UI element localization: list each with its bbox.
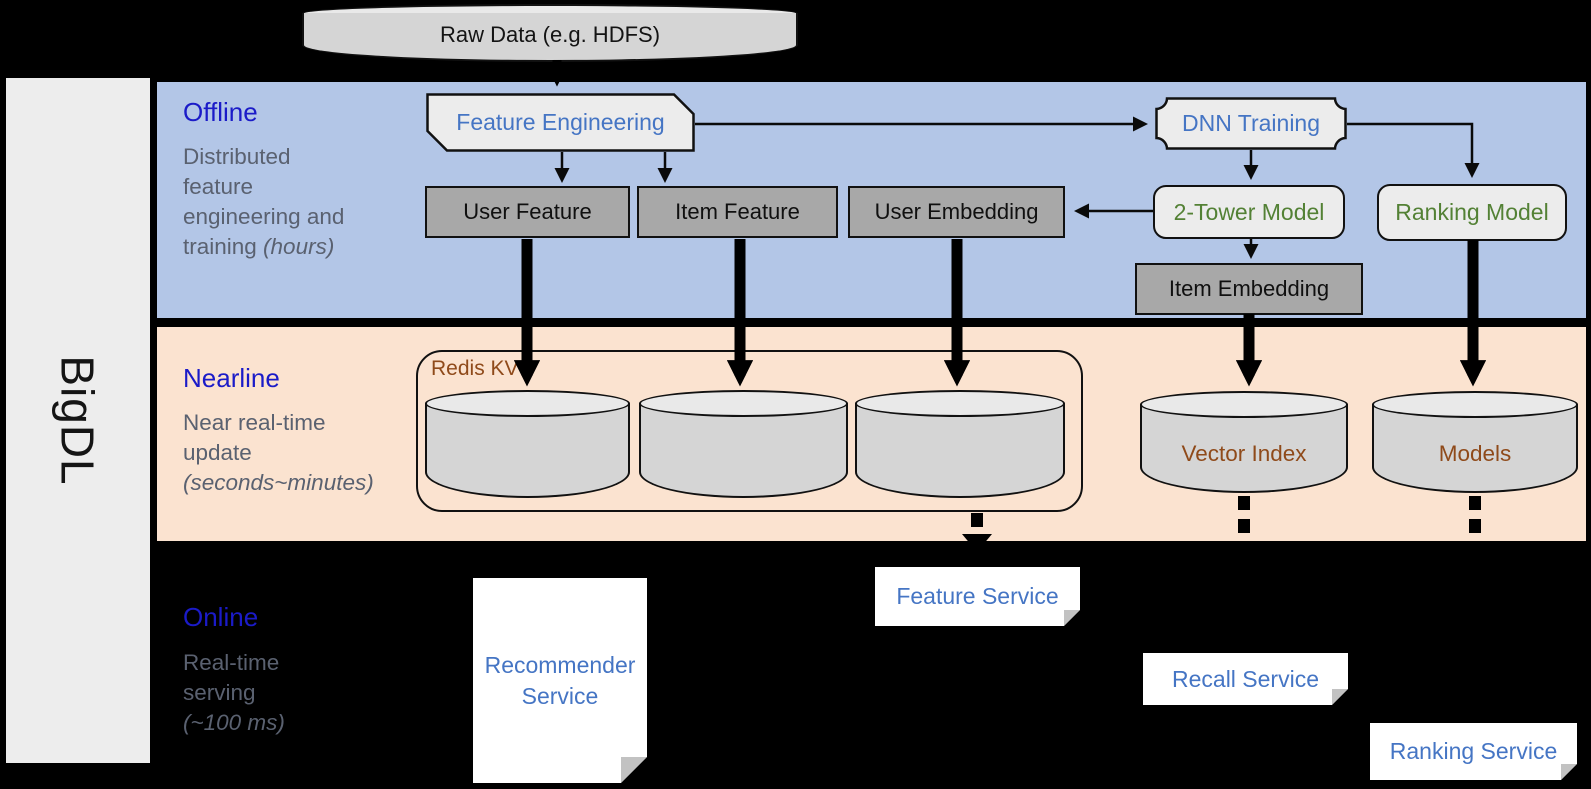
two-tower-model-node: 2-Tower Model: [1153, 185, 1345, 239]
cylinder-body: [1140, 404, 1348, 493]
cylinder-top: [1140, 391, 1348, 418]
ranking-service-label: Ranking Service: [1389, 738, 1558, 764]
vector-index-store: Vector Index: [1140, 391, 1348, 493]
online-title: Online: [183, 602, 259, 632]
cylinder-body: [855, 403, 1065, 498]
nearline-title: Nearline: [183, 363, 280, 393]
dnn-training-node: DNN Training: [1155, 97, 1347, 150]
nearline-desc-line: Near real-time: [183, 410, 326, 435]
dnn-training-label: DNN Training: [1181, 110, 1321, 136]
online-desc-line: serving: [183, 680, 256, 705]
user-embedding-node: User Embedding: [848, 186, 1065, 238]
offline-description: Distributed feature engineering and trai…: [183, 142, 344, 262]
offline-desc-line: Distributed: [183, 144, 291, 169]
models-label: Models: [1438, 441, 1512, 466]
user-feature-label: User Feature: [463, 199, 592, 224]
raw-data-store: Raw Data (e.g. HDFS): [302, 4, 798, 62]
offline-desc-line: training (hours): [183, 234, 335, 259]
nearline-description: Near real-time update (seconds~minutes): [183, 408, 374, 498]
online-description: Real-time serving (~100 ms): [183, 648, 285, 738]
ranking-model-node: Ranking Model: [1377, 184, 1567, 241]
cylinder-body: [302, 13, 798, 62]
vector-index-label: Vector Index: [1181, 441, 1307, 466]
item-feature-node: Item Feature: [637, 186, 838, 238]
cylinder-body: [639, 403, 848, 498]
cylinder-top: [639, 390, 848, 417]
feature-engineering-label: Feature Engineering: [456, 109, 665, 135]
cylinder-top: [425, 390, 630, 417]
recommender-service-label: Recommender Service: [484, 651, 636, 709]
user-feature-node: User Feature: [425, 186, 630, 238]
offline-desc-line: feature: [183, 174, 254, 199]
user-embedding-label: User Embedding: [874, 199, 1039, 224]
redis-kv-label: Redis KV: [431, 357, 519, 380]
recall-service-node: Recall Service: [1143, 653, 1348, 705]
feature-engineering-node: Feature Engineering: [426, 93, 695, 152]
bigdl-sidebar: BigDL: [6, 78, 150, 763]
item-feature-label: Item Feature: [675, 199, 800, 224]
online-desc-line: (~100 ms): [183, 710, 285, 735]
kv-store-cylinder-3: [855, 390, 1065, 498]
recommender-service-node: Recommender Service: [473, 578, 647, 783]
ranking-model-label: Ranking Model: [1395, 199, 1549, 225]
item-embedding-label: Item Embedding: [1168, 276, 1330, 301]
raw-data-label: Raw Data (e.g. HDFS): [439, 22, 661, 47]
kv-store-cylinder-1: [425, 390, 630, 498]
nearline-desc-line: update: [183, 440, 252, 465]
models-store: Models: [1372, 391, 1578, 493]
kv-store-cylinder-2: [639, 390, 848, 498]
two-tower-model-label: 2-Tower Model: [1173, 198, 1325, 225]
ranking-service-node: Ranking Service: [1370, 723, 1577, 780]
page-fold: [1561, 764, 1577, 780]
online-desc-line: Real-time: [183, 650, 280, 675]
cylinder-top: [1372, 391, 1578, 418]
plaque-shape: [1155, 97, 1347, 150]
nearline-desc-line: (seconds~minutes): [183, 470, 374, 495]
page-fold: [1332, 689, 1348, 705]
page-fold: [1064, 610, 1080, 626]
feature-service-label: Feature Service: [896, 583, 1059, 609]
cylinder-body: [425, 403, 630, 498]
offline-title: Offline: [183, 97, 258, 127]
cylinder-top: [855, 390, 1065, 417]
recall-service-label: Recall Service: [1172, 665, 1319, 692]
item-embedding-node: Item Embedding: [1135, 263, 1363, 315]
snip-corner-shape: [426, 93, 695, 152]
feature-service-node: Feature Service: [875, 567, 1080, 626]
offline-desc-line: engineering and: [183, 204, 345, 229]
page-fold: [621, 757, 647, 783]
redis-kv-container: [416, 350, 1083, 512]
cylinder-body: [1372, 404, 1578, 493]
